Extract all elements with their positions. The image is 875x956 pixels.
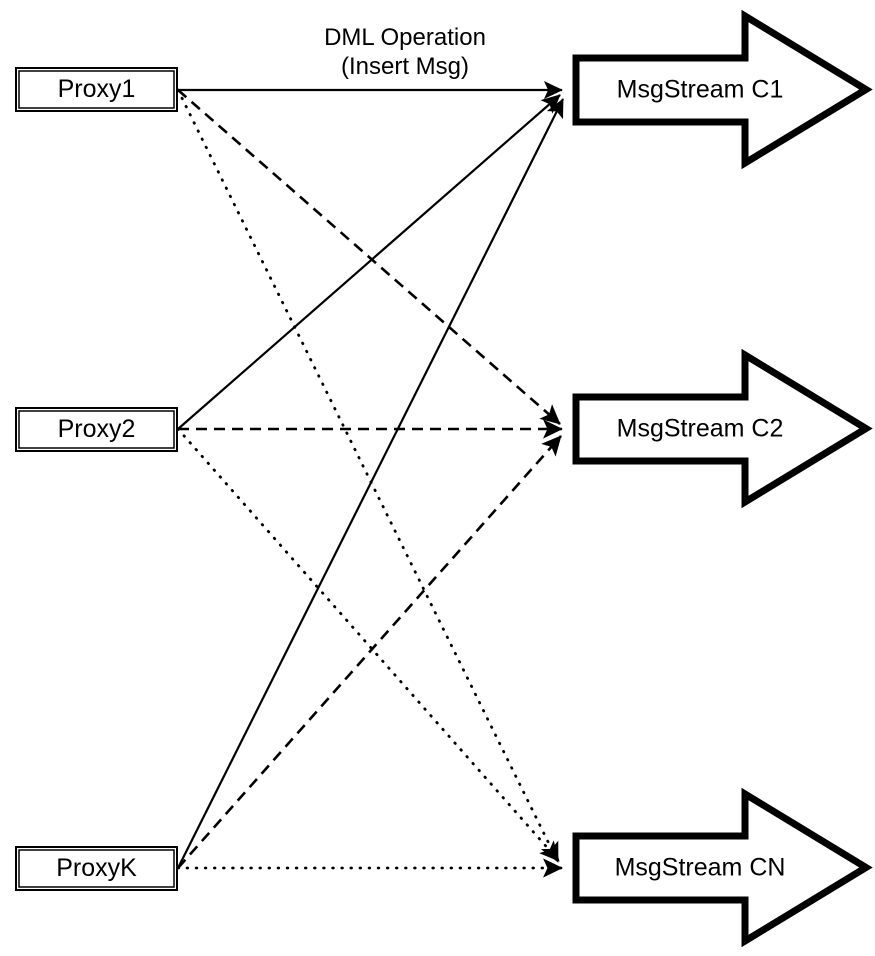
edge-proxy2-to-stream_cn (176, 427, 561, 863)
proxy-label: Proxy1 (58, 75, 136, 103)
proxy-box-outline (15, 67, 178, 112)
edge-line-dotted (176, 427, 561, 863)
msgstream-arrow-shape (572, 348, 873, 509)
proxy-box-outline (15, 407, 178, 452)
edge-line-dotted (176, 88, 560, 864)
edge-proxyk-to-stream_c1 (177, 98, 564, 869)
edge-proxyk-to-stream_c2 (177, 435, 562, 869)
edge-label-line-1: DML Operation (324, 24, 486, 51)
edge-line-dashed (177, 89, 561, 425)
msgstream-node-stream_cn[interactable]: MsgStream CN (572, 787, 873, 948)
msgstream-node-stream_c2[interactable]: MsgStream C2 (572, 348, 873, 509)
edge-label-line-2: (Insert Msg) (341, 53, 469, 80)
proxy-label: ProxyK (56, 854, 137, 882)
edge-line-solid (177, 94, 561, 430)
msgstream-node-stream_c1[interactable]: MsgStream C1 (572, 9, 873, 170)
msgstream-label: MsgStream C2 (617, 415, 784, 443)
edge-line-dashed (177, 435, 562, 869)
edge-line-solid (177, 98, 564, 869)
msgstream-label: MsgStream C1 (617, 76, 784, 104)
proxy-box-inner-outline (18, 70, 175, 109)
stream-nodes-layer: MsgStream C1 MsgStream C2 MsgStream CN (572, 9, 873, 948)
edge-proxy1-to-stream_cn (176, 88, 560, 864)
edge-proxy1-to-stream_c2 (177, 89, 561, 425)
edges-layer (176, 80, 564, 878)
proxy-node-proxy2[interactable]: Proxy2 (15, 407, 178, 452)
proxy-box-inner-outline (18, 849, 175, 888)
msgstream-arrow-shape (572, 9, 873, 170)
msgstream-label: MsgStream CN (615, 854, 786, 882)
proxy-box-outline (15, 846, 178, 891)
msgstream-arrow-shape (572, 787, 873, 948)
proxy-node-proxy1[interactable]: Proxy1 (15, 67, 178, 112)
edge-labels-layer: DML Operation(Insert Msg) (324, 24, 486, 80)
edge-label-dml-operation-label: DML Operation(Insert Msg) (324, 24, 486, 80)
proxy-box-inner-outline (18, 410, 175, 449)
edge-proxy2-to-stream_c1 (177, 94, 561, 430)
proxy-label: Proxy2 (58, 415, 136, 443)
proxy-node-proxyk[interactable]: ProxyK (15, 846, 178, 891)
